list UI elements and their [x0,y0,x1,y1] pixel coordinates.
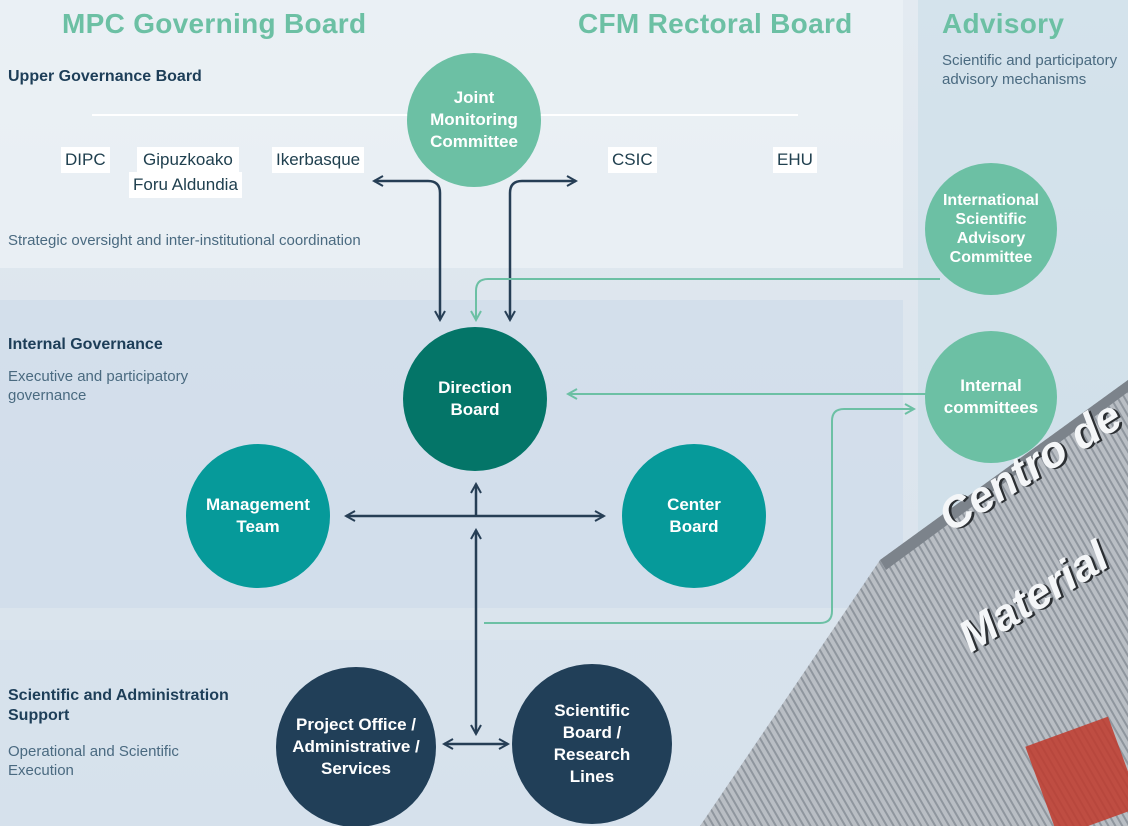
node-joint-line3: Committee [430,132,518,151]
node-scientific-line3: Research [553,745,631,764]
node-internal-committees[interactable]: Internal committees [925,331,1057,463]
institution-gipuzkoa: Gipuzkoako [137,147,239,173]
node-isac-line2: Scientific [955,211,1027,228]
node-joint-line1: Joint [453,88,495,107]
node-management-line2: Team [236,517,280,536]
node-center-line1: Center [667,495,721,514]
institution-gipuzkoa-line2: Foru Aldundia [133,175,238,194]
arrow-mpc-to-direction [374,181,440,320]
node-direction-line2: Board [450,400,500,419]
node-scientific-line2: Board / [562,723,622,742]
node-isac-line4: Committee [949,249,1033,266]
institution-ikerbasque: Ikerbasque [272,147,365,173]
node-internal-committees-line1: Internal [960,376,1022,395]
node-scientific-board[interactable]: Scientific Board / Research Lines [512,664,672,824]
internal-governance-title: Internal Governance [8,336,163,353]
node-joint-line2: Monitoring [430,110,518,129]
node-project-office-line2: Administrative / [292,737,420,756]
internal-governance-subtitle: Executive and participatory governance [8,368,189,404]
advisory-header: Advisory [942,8,1065,39]
node-direction-board[interactable]: Direction Board [403,327,547,471]
building-logo-mark [1025,716,1128,826]
upper-governance-title: Upper Governance Board [8,68,202,85]
mpc-header: MPC Governing Board [62,8,367,39]
node-scientific-line1: Scientific [554,701,630,720]
institution-ehu: EHU [773,147,817,173]
support-title: Scientific and Administration Support [8,687,229,724]
advisory-description: Scientific and participatory advisory me… [942,52,1118,88]
node-center-line2: Board [669,517,719,536]
node-internal-committees-line2: committees [943,398,1039,417]
building-facade [700,380,1128,826]
building-roof-edge [880,380,1128,570]
node-center-board[interactable]: Center Board [622,444,766,588]
cfm-header: CFM Rectoral Board [578,8,853,39]
support-subtitle: Operational and Scientific Execution [8,743,179,779]
node-joint-monitoring-committee[interactable]: Joint Monitoring Committee [407,53,541,187]
arrow-cfm-to-direction [510,181,576,320]
node-direction-line1: Direction [438,378,512,397]
node-management-team[interactable]: Management Team [186,444,330,588]
node-project-office-line3: Services [321,759,391,778]
institution-gipuzkoa-line2-box: Foru Aldundia [129,172,242,198]
upper-governance-subtitle: Strategic oversight and inter-institutio… [8,232,361,249]
arrow-isac-to-direction [476,278,940,320]
node-project-office-line1: Project Office / [296,715,416,734]
institution-gipuzkoa-line1: Gipuzkoako [143,150,233,169]
node-management-line1: Management [206,495,310,514]
institution-csic: CSIC [608,147,657,173]
node-isac-line3: Advisory [956,230,1026,247]
node-isac-line1: International [942,192,1039,209]
arrow-committees-to-support [484,409,914,624]
node-project-office[interactable]: Project Office / Administrative / Servic… [276,667,436,826]
node-international-scientific-advisory-committee[interactable]: International Scientific Advisory Commit… [925,163,1057,295]
institution-dipc: DIPC [61,147,110,173]
node-scientific-line4: Lines [569,767,615,786]
